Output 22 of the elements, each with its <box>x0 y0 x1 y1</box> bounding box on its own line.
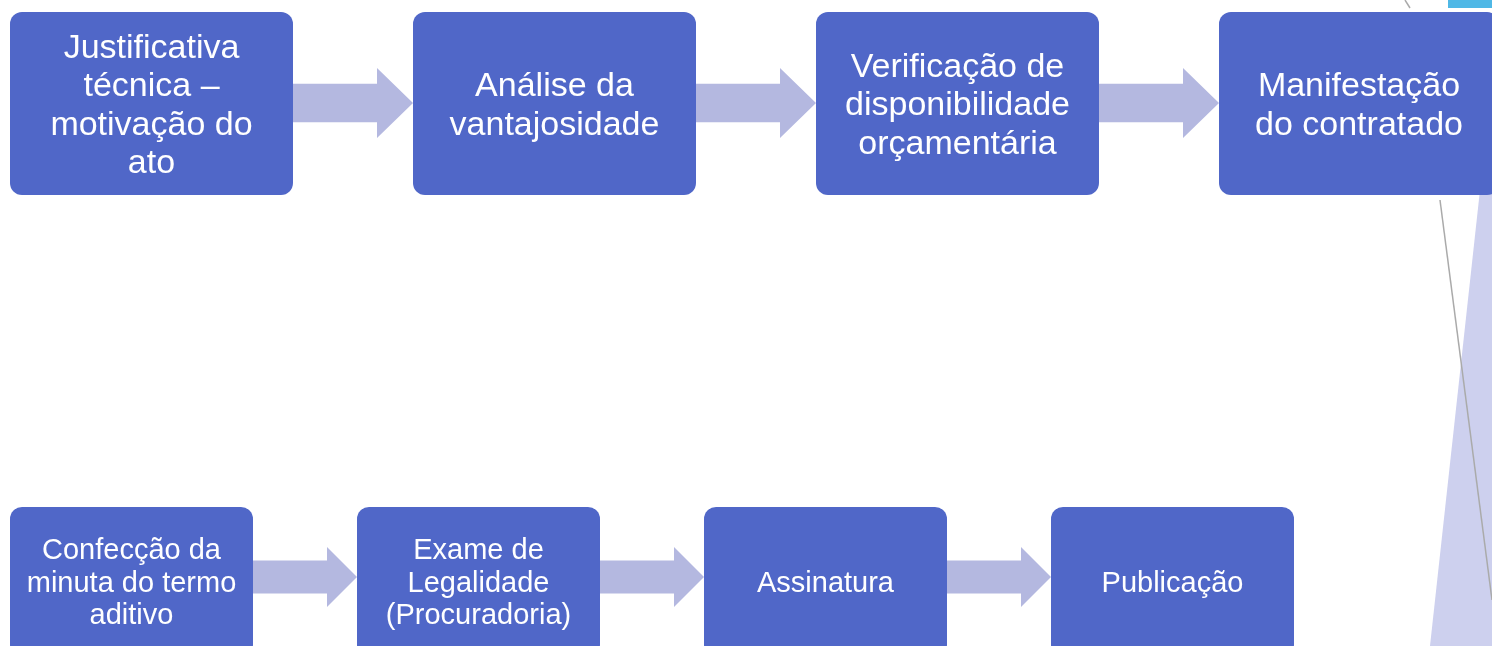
step-label: Exame de Legalidade (Procuradoria) <box>384 532 573 632</box>
process-box <box>704 507 947 646</box>
process-box <box>10 507 253 646</box>
process-box <box>10 12 293 195</box>
block-arrow <box>600 547 704 607</box>
process-box <box>413 12 696 195</box>
step-label: Análise da vantajosidade <box>448 65 661 142</box>
process-box <box>357 507 600 646</box>
step-label: Justificativa técnica – motivação do ato <box>49 26 254 181</box>
block-arrow <box>947 547 1051 607</box>
process-box <box>816 12 1099 195</box>
step-label: Verificação de disponibilidade orçamentária <box>844 45 1071 162</box>
block-arrow <box>253 547 357 607</box>
step-label: Manifestação do contratado <box>1254 65 1464 142</box>
block-arrow <box>696 68 816 138</box>
step-label: Assinatura <box>757 565 894 599</box>
block-arrow <box>1099 68 1219 138</box>
step-label: Publicação <box>1101 565 1244 599</box>
block-arrow <box>293 68 413 138</box>
process-box <box>1051 507 1294 646</box>
step-label: Confecção da minuta do termo aditivo <box>26 532 237 632</box>
process-box <box>1219 12 1492 195</box>
